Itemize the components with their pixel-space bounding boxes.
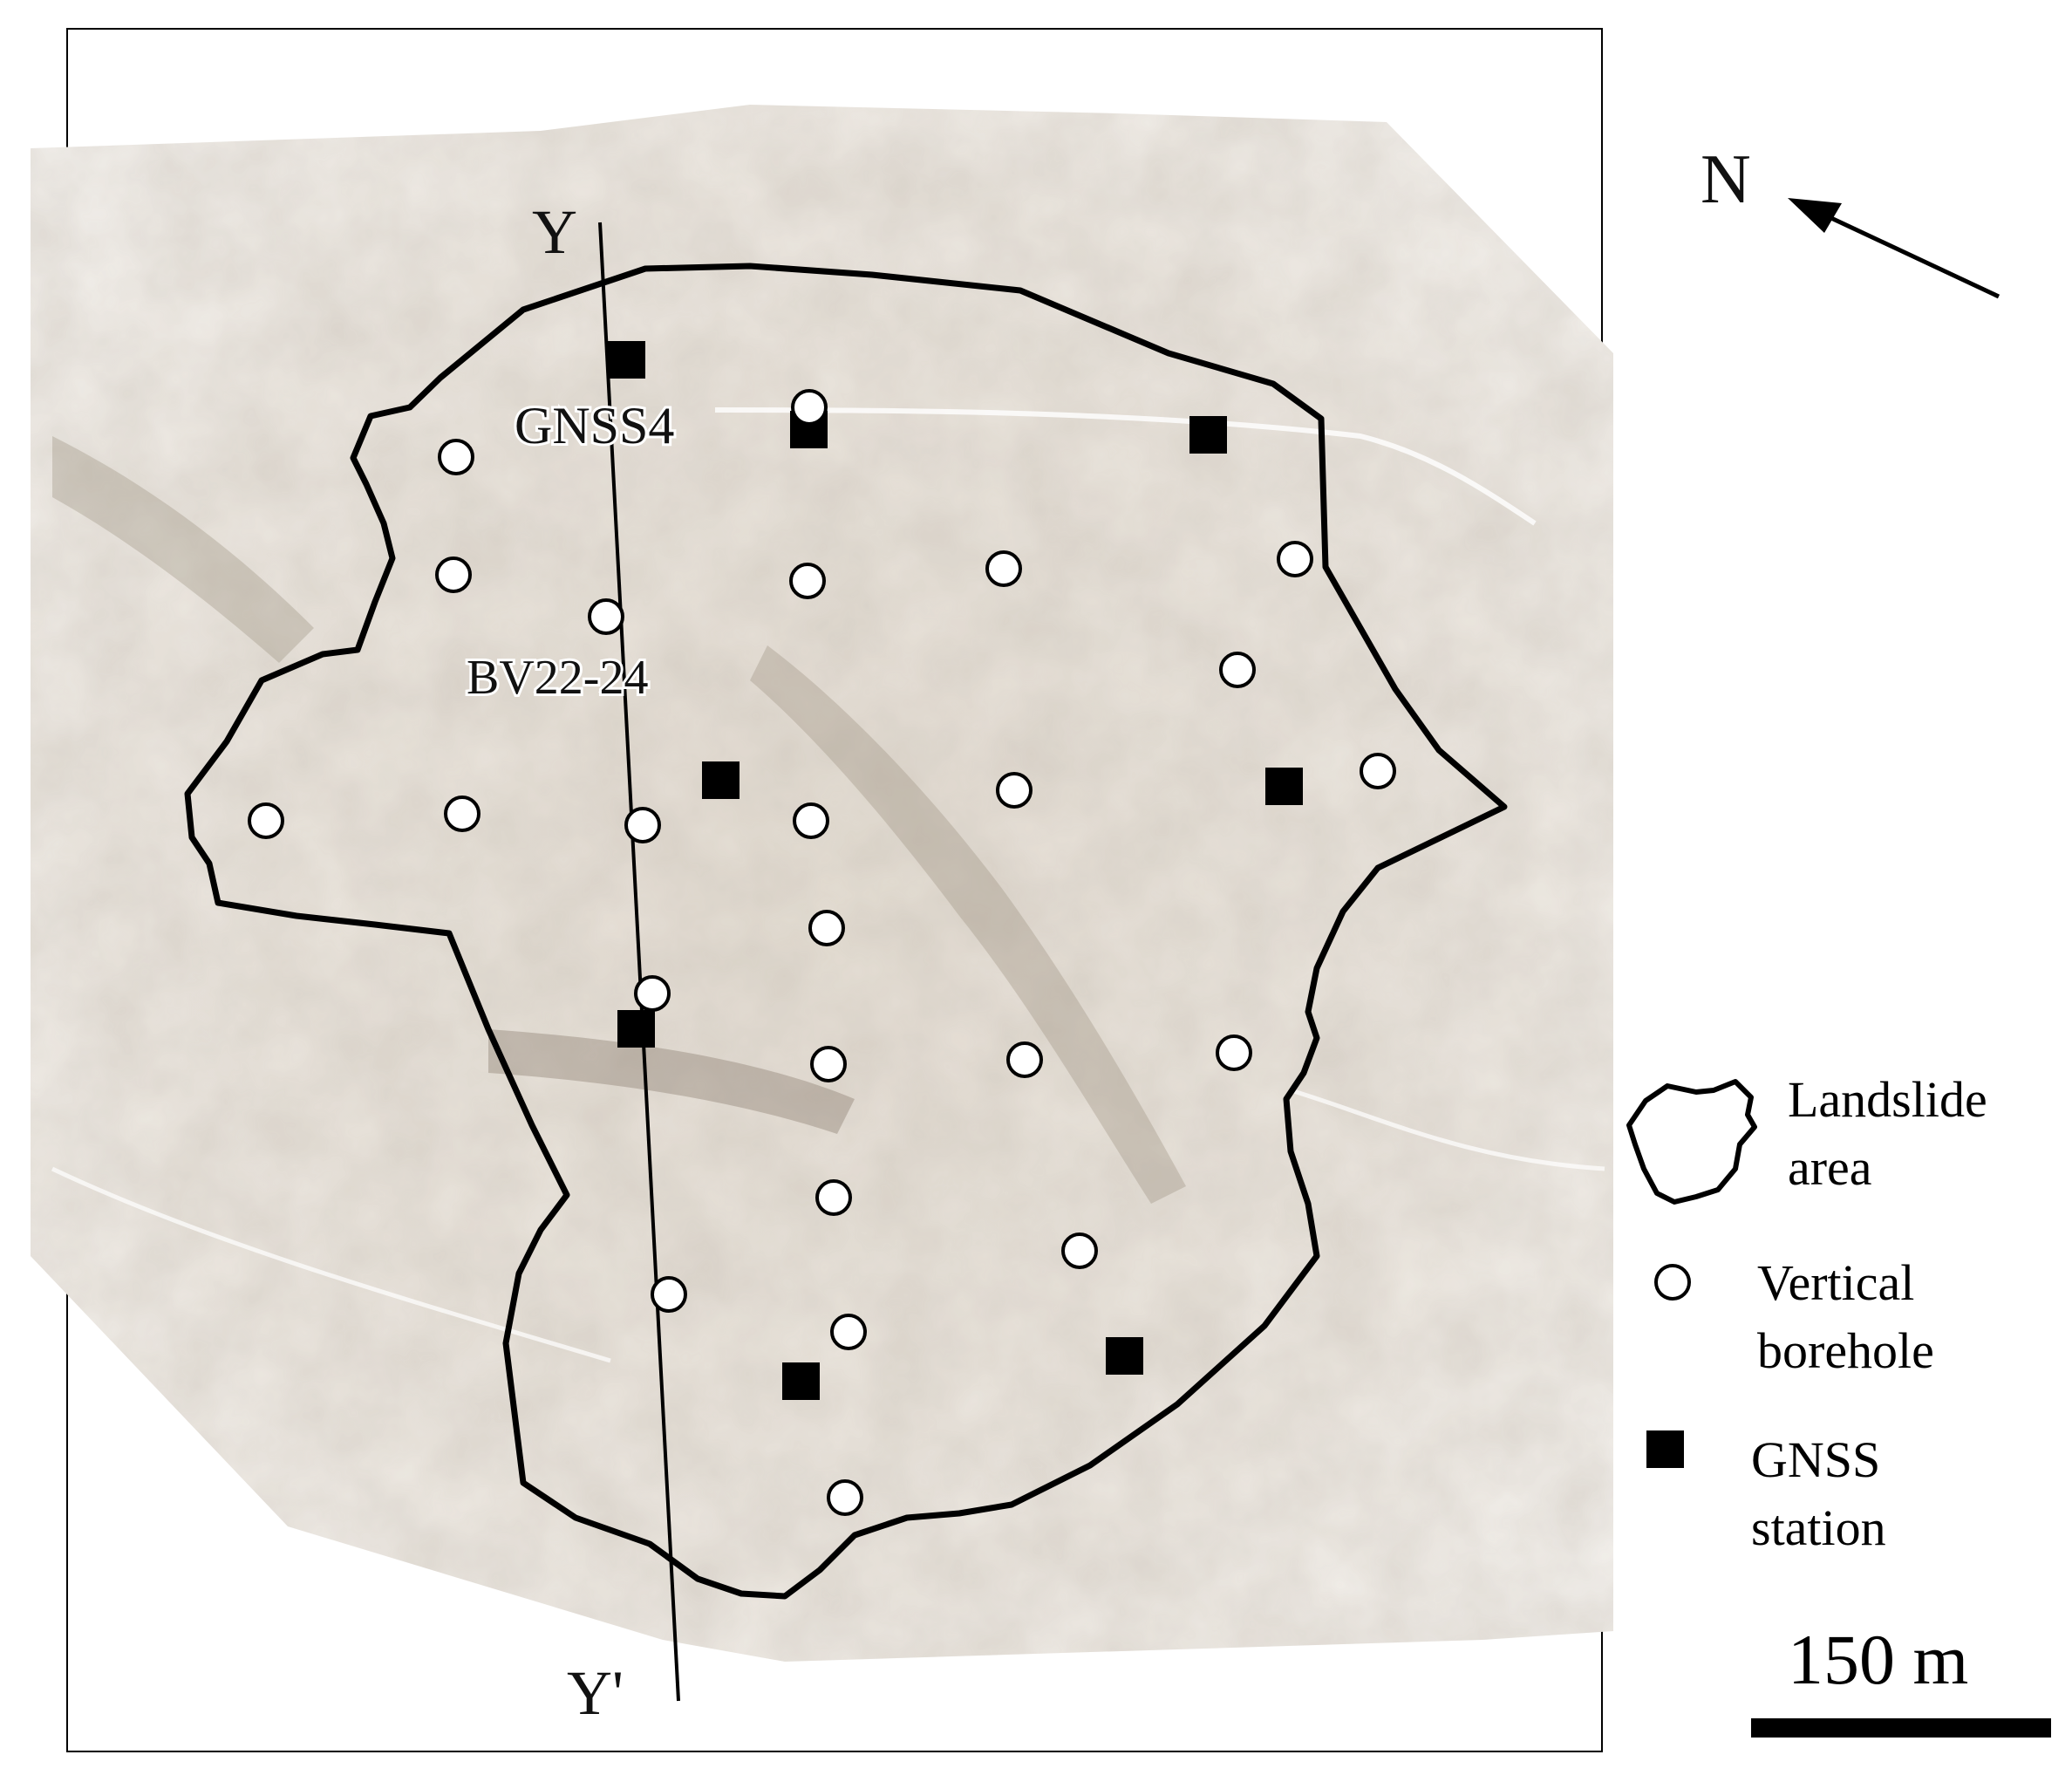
borehole-marker <box>1061 1232 1098 1269</box>
borehole-label: BV22-24 <box>467 651 648 705</box>
north-arrow-head-icon <box>1788 198 1842 233</box>
borehole-marker <box>830 1314 867 1350</box>
borehole-marker <box>588 598 624 635</box>
borehole-marker <box>435 556 472 593</box>
gnss-square-icon <box>1646 1430 1684 1468</box>
borehole-marker <box>808 910 845 946</box>
north-arrow: N <box>1701 141 2000 299</box>
legend-landslide-line2: area <box>1788 1139 1872 1196</box>
legend-gnss-line1: GNSS <box>1751 1431 1880 1488</box>
gnss-station-label: GNSS4 <box>515 397 674 454</box>
borehole-marker <box>444 795 481 832</box>
gnss-station <box>608 341 645 379</box>
borehole-marker <box>791 389 828 426</box>
vertical-boreholes <box>248 389 1396 1516</box>
legend-landslide-line1: Landslide <box>1788 1071 1987 1128</box>
profile-start-label: Y <box>532 197 577 267</box>
profile-line <box>598 222 680 1702</box>
borehole-marker <box>1006 1041 1043 1078</box>
borehole-marker <box>438 439 474 475</box>
hillshade-terrain <box>31 105 1613 1662</box>
borehole-marker <box>634 975 671 1012</box>
legend-borehole-line1: Vertical <box>1757 1254 1914 1311</box>
scale-bar-line <box>1751 1718 2051 1738</box>
gnss-station <box>1265 768 1303 805</box>
legend-gnss-line2: station <box>1751 1499 1886 1556</box>
borehole-marker <box>1277 541 1313 577</box>
gnss-station <box>1106 1337 1143 1375</box>
borehole-marker <box>1360 753 1396 789</box>
gnss-station <box>617 1010 655 1048</box>
borehole-marker <box>1219 652 1256 688</box>
borehole-marker <box>248 802 284 839</box>
borehole-marker <box>651 1276 687 1313</box>
scale-label: 150 m <box>1788 1620 1968 1699</box>
gnss-station <box>1189 416 1227 454</box>
landslide-outline <box>184 263 1508 1600</box>
north-arrow-icon <box>1816 209 2000 299</box>
scale-bar: 150 m <box>1751 1620 2051 1738</box>
borehole-marker <box>815 1179 852 1216</box>
borehole-circle-icon <box>1654 1264 1691 1301</box>
legend-borehole-line2: borehole <box>1757 1322 1934 1379</box>
borehole-marker <box>827 1479 863 1516</box>
gnss-stations <box>608 341 1303 1400</box>
borehole-marker <box>789 563 826 599</box>
gnss-station <box>782 1362 820 1400</box>
north-label: N <box>1701 141 1751 218</box>
gnss-station <box>702 761 740 799</box>
legend: Landslide area Vertical borehole GNSS st… <box>1626 1071 1987 1556</box>
profile-end-label: Y' <box>567 1658 624 1728</box>
borehole-marker <box>624 807 661 843</box>
borehole-marker <box>985 550 1022 587</box>
borehole-marker <box>793 802 829 839</box>
borehole-marker <box>996 772 1033 809</box>
borehole-marker <box>810 1046 847 1082</box>
borehole-marker <box>1216 1034 1252 1071</box>
landslide-outline-icon <box>1626 1079 1757 1205</box>
